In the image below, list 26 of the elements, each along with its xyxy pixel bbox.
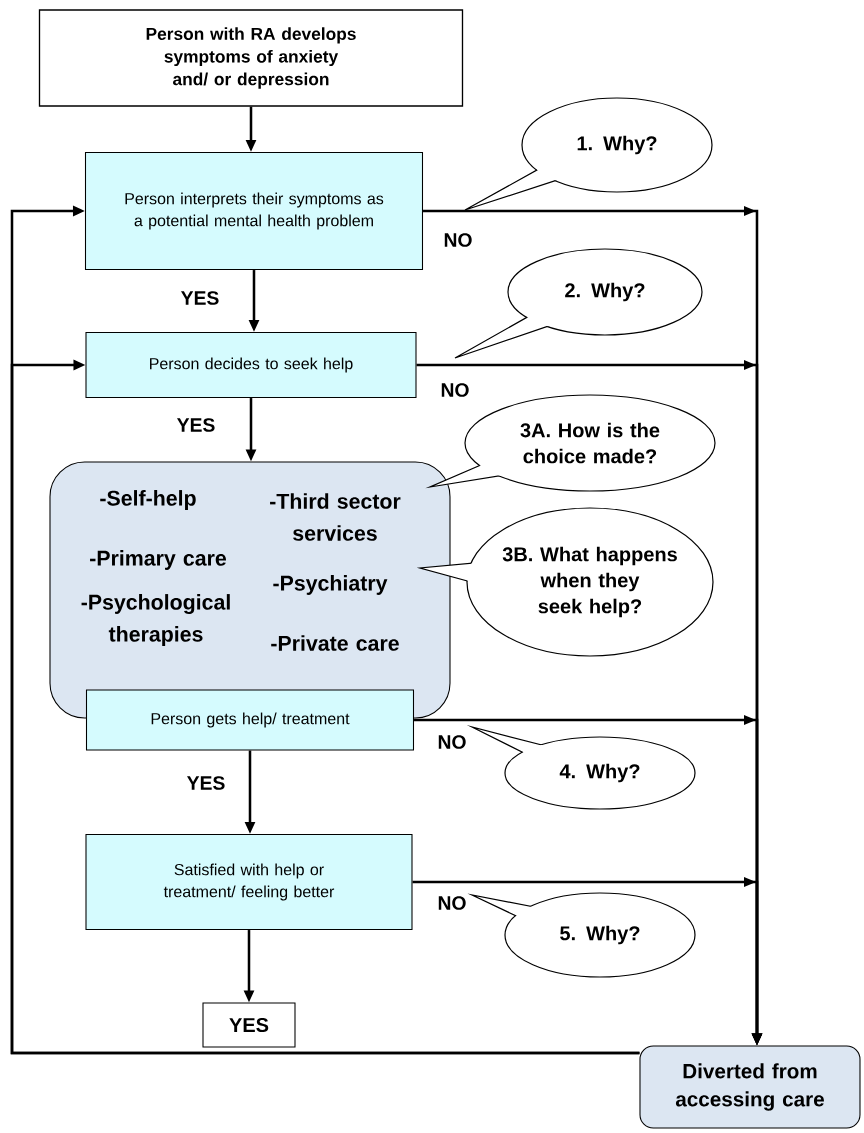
arrow [10,359,640,1055]
edge-label: NO [441,383,469,397]
speech-bubble: 1. Why? [464,97,713,211]
list-item: -Psychiatry [273,575,388,595]
process-box: Person decides to seek help [85,331,417,399]
speech-bubble: 2. Why? [454,248,703,359]
edge-label: YES [187,776,225,790]
list-item: -Private care [271,635,399,651]
edge-label: NO [438,896,466,910]
speech-bubble: 4. Why? [466,725,696,810]
edge-label: YES [181,291,219,305]
speech-bubble: 5. Why? [467,892,696,978]
speech-bubble: 3B. What happens when they seek help? [416,507,714,657]
edge-label: NO [438,735,466,749]
list-item: -Third sector services [270,493,401,541]
edge-label: NO [444,233,472,247]
process-box: Person interprets their symptoms as a potential mental health problem [84,151,424,271]
process-box: Person gets help/ treatment [85,689,415,751]
process-box: Person with RA develops symptoms of anxiety and/ or depression [38,9,464,107]
list-item: -Primary care [90,550,226,570]
end-box: YES [202,1002,296,1048]
process-box: Satisfied with help or treatment/ feeling better [85,833,413,931]
terminal-box: Diverted from accessing care [639,1045,861,1129]
edge-label: YES [177,418,215,432]
list-item: -Self-help [100,490,196,510]
list-item: -Psychological therapies [81,594,230,646]
